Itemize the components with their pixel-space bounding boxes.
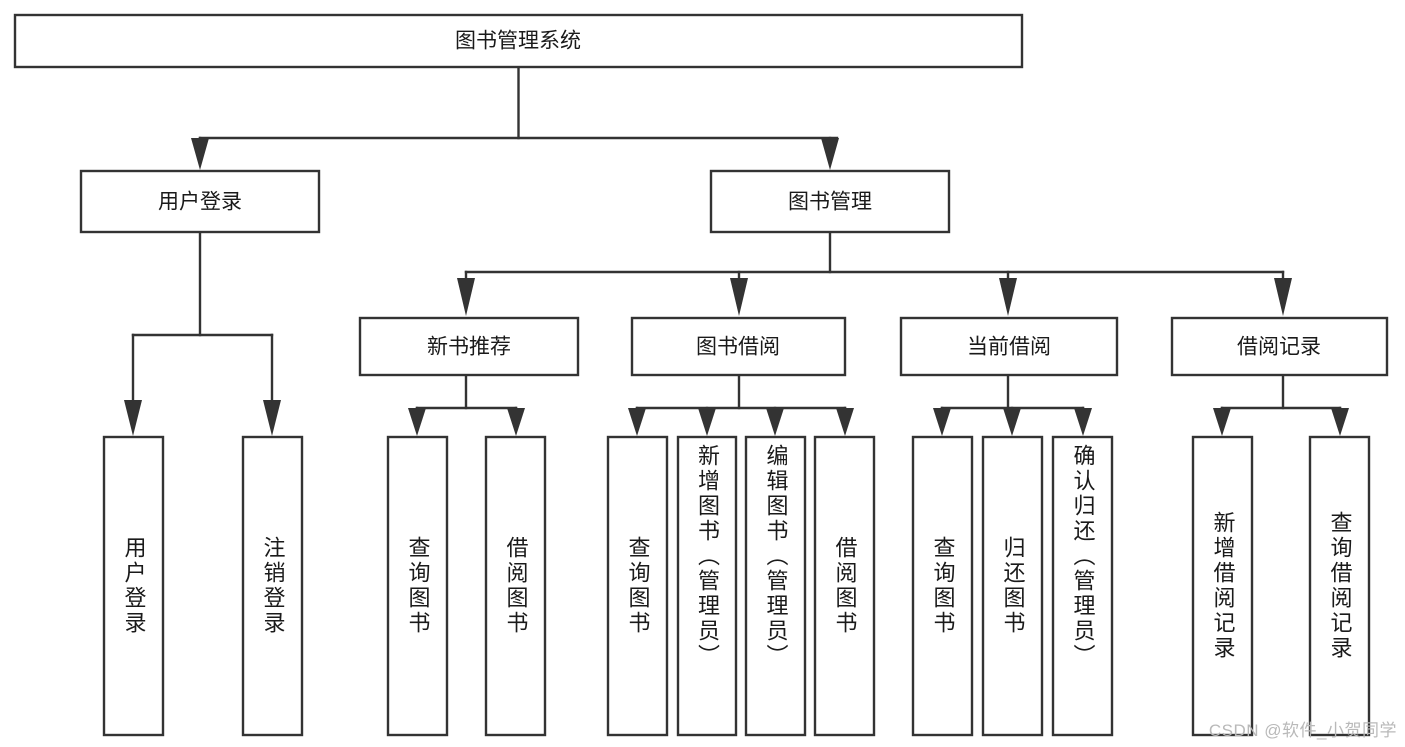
leaf-box-user-logout[interactable] — [241, 435, 304, 737]
node-user-login[interactable]: 用户登录 — [79, 169, 321, 234]
node-current-borrow[interactable]: 当前借阅 — [899, 316, 1119, 377]
leaf-box-query-book-3[interactable] — [911, 435, 974, 737]
arrowhead-group — [124, 138, 1349, 436]
arrowhead-leaf-confirm-return — [1074, 408, 1092, 436]
arrowhead-leaf-query-book-2 — [628, 408, 646, 436]
leaf-box-borrow-book-1[interactable] — [484, 435, 547, 737]
node-root-label: 图书管理系统 — [455, 30, 581, 53]
arrowhead-current-borrow — [999, 278, 1017, 316]
arrowhead-leaf-borrow-book-2 — [836, 408, 854, 436]
arrowhead-leaf-query-book-1 — [408, 408, 426, 436]
arrowhead-leaf-edit-book — [766, 408, 784, 436]
leaf-box-group — [102, 435, 1371, 737]
arrowhead-borrow-record — [1274, 278, 1292, 316]
leaf-box-add-record[interactable] — [1191, 435, 1254, 737]
arrowhead-book-manage — [821, 138, 839, 170]
node-borrow-record-label: 借阅记录 — [1237, 336, 1321, 359]
arrowhead-leaf-user-login — [124, 400, 142, 436]
node-new-book-recommend[interactable]: 新书推荐 — [358, 316, 580, 377]
csdn-watermark: CSDN @软件_小贺同学 — [1208, 721, 1397, 740]
node-current-borrow-label: 当前借阅 — [967, 336, 1051, 359]
node-book-manage-box[interactable] — [709, 169, 951, 234]
node-root-box[interactable] — [13, 13, 1024, 69]
node-book-manage-label: 图书管理 — [788, 191, 872, 214]
arrowhead-leaf-query-record — [1331, 408, 1349, 436]
node-user-login-box[interactable] — [79, 169, 321, 234]
node-book-manage[interactable]: 图书管理 — [709, 169, 951, 234]
arrowhead-leaf-query-book-3 — [933, 408, 951, 436]
arrowhead-leaf-add-record — [1213, 408, 1231, 436]
leaf-box-query-book-2[interactable] — [606, 435, 669, 737]
node-new-book-recommend-label: 新书推荐 — [427, 336, 511, 359]
node-root[interactable]: 图书管理系统 — [13, 13, 1024, 69]
arrowhead-leaf-add-book — [698, 408, 716, 436]
leaf-box-user-login[interactable] — [102, 435, 165, 737]
arrowhead-leaf-user-logout — [263, 400, 281, 436]
node-book-borrow-box[interactable] — [630, 316, 847, 377]
arrowhead-book-borrow — [730, 278, 748, 316]
node-book-borrow-label: 图书借阅 — [696, 336, 780, 359]
node-current-borrow-box[interactable] — [899, 316, 1119, 377]
arrowhead-user-login — [191, 138, 209, 170]
leaf-box-borrow-book-2[interactable] — [813, 435, 876, 737]
leaf-box-query-book-1[interactable] — [386, 435, 449, 737]
node-new-book-recommend-box[interactable] — [358, 316, 580, 377]
node-book-borrow[interactable]: 图书借阅 — [630, 316, 847, 377]
leaf-box-edit-book[interactable] — [744, 435, 807, 737]
leaf-box-confirm-return[interactable] — [1051, 435, 1114, 737]
leaf-box-add-book[interactable] — [676, 435, 738, 737]
arrowhead-new-book — [457, 278, 475, 316]
arrowhead-leaf-return-book — [1003, 408, 1021, 436]
node-borrow-record[interactable]: 借阅记录 — [1170, 316, 1389, 377]
node-user-login-label: 用户登录 — [158, 191, 242, 214]
node-borrow-record-box[interactable] — [1170, 316, 1389, 377]
arrowhead-leaf-borrow-book-1 — [507, 408, 525, 436]
leaf-box-query-record[interactable] — [1308, 435, 1371, 737]
leaf-box-return-book[interactable] — [981, 435, 1044, 737]
